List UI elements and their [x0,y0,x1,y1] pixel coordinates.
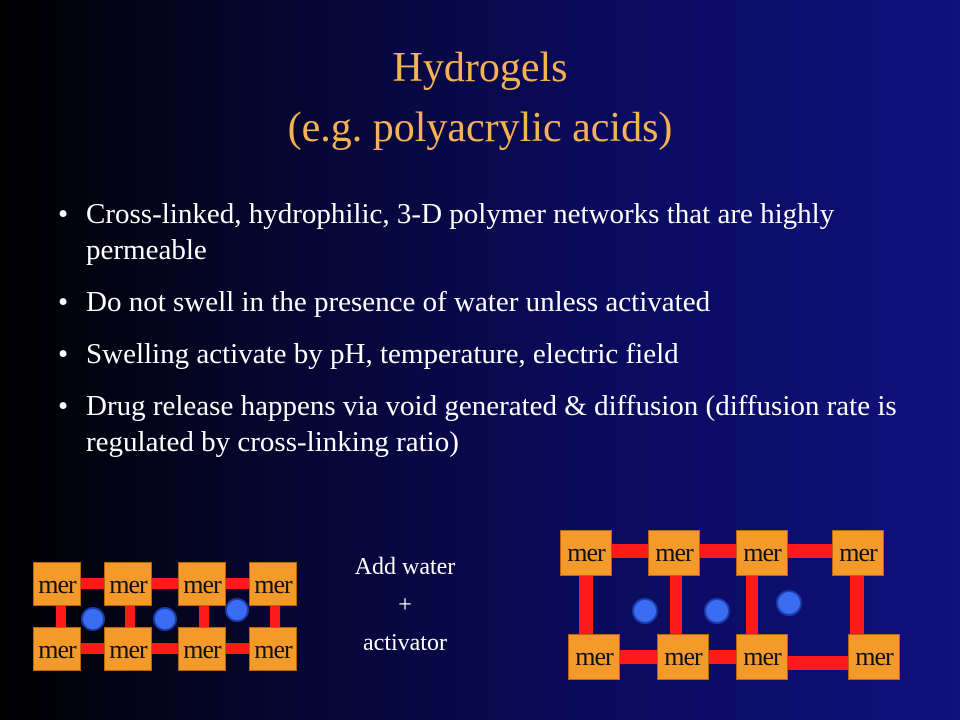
monomer-unit: mer [33,562,81,606]
bullet-item: • Swelling activate by pH, temperature, e… [48,336,928,372]
monomer-unit: mer [568,634,620,680]
ion-circle [704,598,730,624]
bullet-text: Drug release happens via void generated … [86,390,897,458]
monomer-unit: mer [832,530,884,576]
monomer-unit: mer [249,562,297,606]
crosslink-bond [610,544,650,558]
crosslink-bond [786,544,834,558]
slide-subtitle: (e.g. polyacrylic acids) [287,105,673,151]
ion-circle [153,607,177,631]
monomer-unit: mer [178,562,226,606]
bullet-dot: • [58,198,69,230]
crosslink-bond [222,643,252,654]
bullet-dot: • [58,390,69,422]
bullet-text: Do not swell in the presence of water un… [86,286,711,318]
bullet-dot: • [58,286,69,318]
crosslink-bond [150,578,180,589]
bullet-item: • Cross-linked, hydrophilic, 3-D polymer … [48,196,928,268]
monomer-unit: mer [560,530,612,576]
crosslink-bond [150,643,180,654]
crosslink-bond [78,643,108,654]
crosslink-bond [707,650,737,664]
crosslink-bond [670,576,682,634]
crosslink-bond [850,576,864,634]
monomer-unit: mer [657,634,709,680]
bullet-text: Swelling activate by pH, temperature, el… [86,338,679,370]
bullet-item: • Drug release happens via void generated… [48,388,928,460]
crosslink-bond [579,576,593,634]
bullet-item: • Do not swell in the presence of water u… [48,284,928,320]
caption-line: + [398,592,412,618]
crosslink-bond [698,544,738,558]
crosslink-bond [786,656,850,670]
monomer-unit: mer [33,627,81,671]
ion-circle [776,590,802,616]
crosslink-bond [746,576,758,634]
monomer-unit: mer [249,627,297,671]
bullet-text: Cross-linked, hydrophilic, 3-D polymer n… [86,198,835,266]
monomer-unit: mer [848,634,900,680]
caption-line: Add water [354,554,456,580]
bullet-list: • Cross-linked, hydrophilic, 3-D polymer … [48,196,928,476]
crosslink-bond [199,606,209,634]
monomer-unit: mer [104,562,152,606]
monomer-unit: mer [104,627,152,671]
ion-circle [81,607,105,631]
monomer-unit: mer [736,634,788,680]
ion-circle [225,598,249,622]
ion-circle [632,598,658,624]
crosslink-bond [56,606,66,634]
monomer-unit: mer [736,530,788,576]
crosslink-bond [222,578,252,589]
crosslink-bond [125,606,135,634]
bullet-dot: • [58,338,69,370]
monomer-unit: mer [178,627,226,671]
caption-line: activator [363,630,447,656]
crosslink-bond [270,606,280,634]
crosslink-bond [78,578,108,589]
monomer-unit: mer [648,530,700,576]
crosslink-bond [618,650,658,664]
slide-title: Hydrogels [392,45,568,91]
